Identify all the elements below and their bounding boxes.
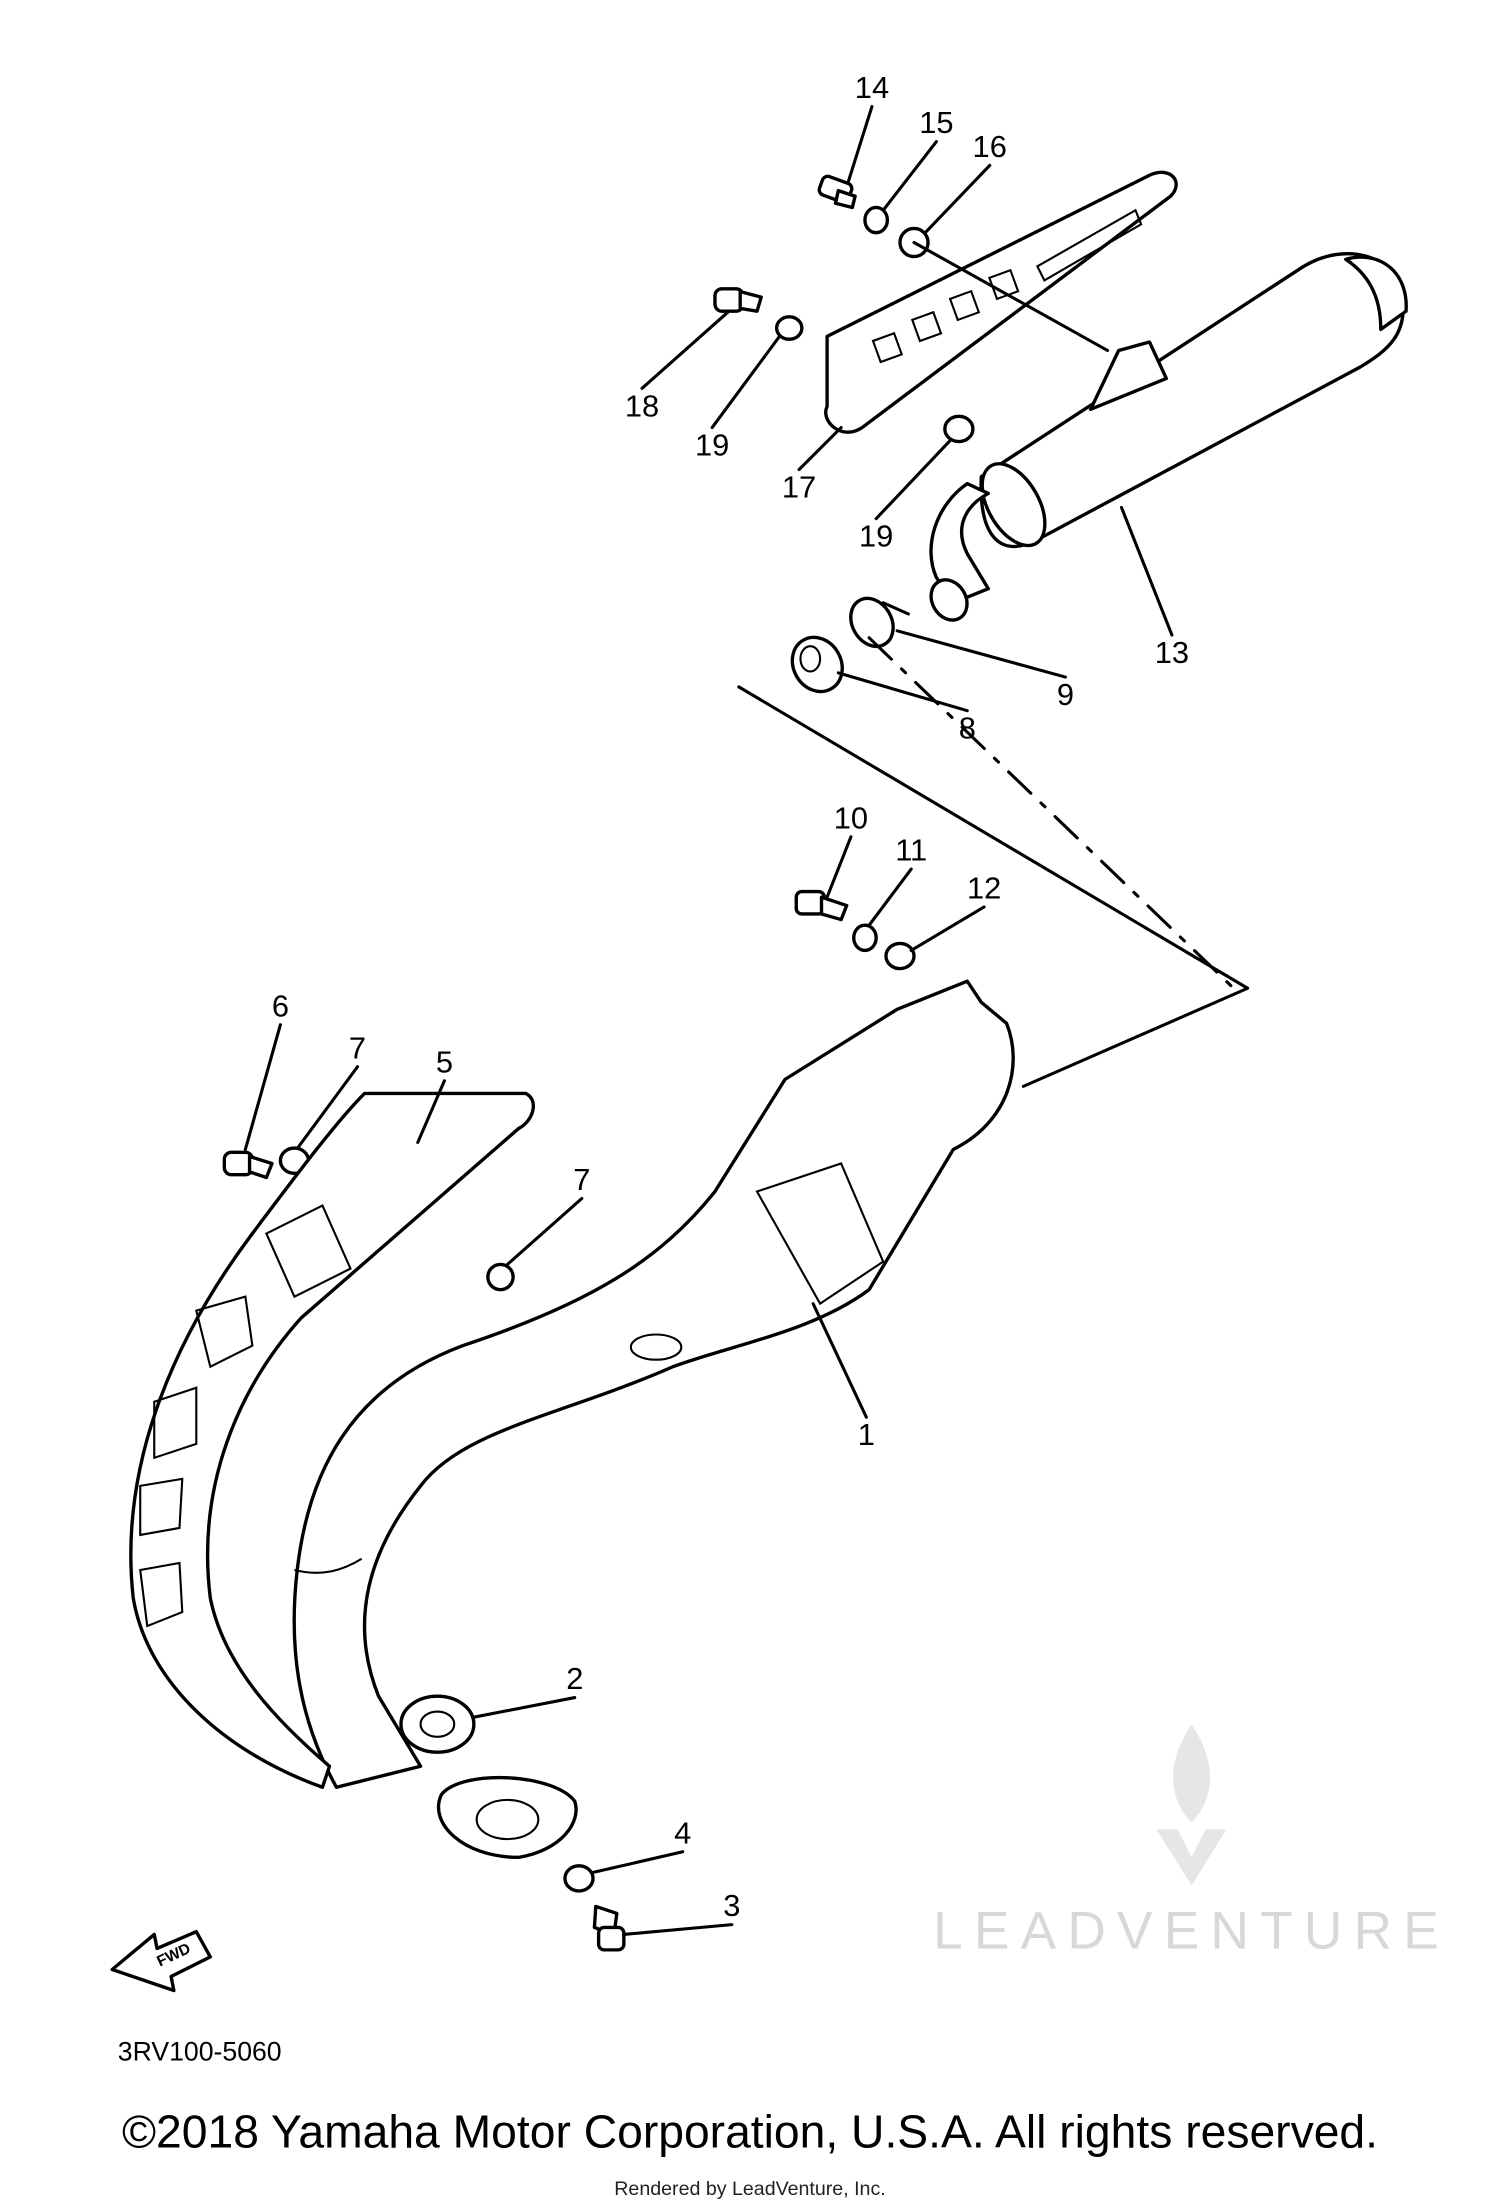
- callout-number[interactable]: 12: [967, 871, 1001, 906]
- leader-line: [881, 140, 938, 212]
- leader-line: [416, 1079, 446, 1144]
- leader-line: [1119, 505, 1174, 637]
- callout-number[interactable]: 14: [855, 70, 889, 105]
- leader-line: [622, 1923, 734, 1936]
- leadventure-watermark: LEADVENTURE: [933, 1724, 1450, 1960]
- leader-line: [710, 334, 781, 430]
- leader-line: [909, 905, 986, 952]
- callout-number[interactable]: 9: [1057, 677, 1074, 712]
- leader-line: [797, 426, 843, 472]
- rendered-by-credit: Rendered by LeadVenture, Inc.: [614, 2178, 885, 2200]
- callout-number[interactable]: 16: [973, 129, 1007, 164]
- forward-direction-arrow: FWD: [110, 1929, 212, 1993]
- spring-washer-part-15[interactable]: [863, 205, 890, 235]
- protector-part-5[interactable]: [129, 1091, 536, 1789]
- leader-line: [836, 671, 969, 713]
- leader-line: [874, 438, 952, 521]
- bolt-part-18[interactable]: [713, 287, 763, 313]
- spring-washer-part-11[interactable]: [852, 923, 878, 953]
- leader-line: [472, 1696, 577, 1719]
- callout-number[interactable]: 3: [723, 1888, 740, 1923]
- leader-line: [825, 835, 853, 899]
- callout-number[interactable]: 6: [272, 988, 289, 1023]
- muffler-part-13[interactable]: [924, 251, 1408, 627]
- bolt-part-6[interactable]: [222, 1150, 274, 1180]
- leader-line: [846, 104, 874, 184]
- bolt-part-14[interactable]: [817, 174, 857, 210]
- centerline: [867, 636, 1236, 990]
- leader-lines: [243, 104, 1174, 1936]
- bolt-part-10[interactable]: [794, 889, 849, 922]
- callout-number[interactable]: 7: [573, 1162, 590, 1197]
- alignment-line: [912, 240, 1109, 352]
- washer-part-7b[interactable]: [486, 1262, 515, 1292]
- diagram-code: 3RV100-5060: [118, 2037, 282, 2067]
- leader-line: [590, 1850, 685, 1875]
- leader-line: [297, 1065, 360, 1149]
- callout-number[interactable]: 4: [674, 1815, 691, 1850]
- washer-part-12[interactable]: [884, 941, 916, 971]
- leader-line: [923, 163, 992, 235]
- callout-number[interactable]: 8: [959, 711, 976, 746]
- exhaust-pipe-part-1[interactable]: [292, 979, 1015, 1789]
- leader-line: [640, 309, 731, 390]
- watermark-text: LEADVENTURE: [933, 1901, 1450, 1960]
- callout-number[interactable]: 13: [1155, 635, 1189, 670]
- gasket-part-2[interactable]: [399, 1694, 476, 1754]
- leader-line: [243, 1023, 282, 1152]
- leader-line: [505, 1196, 584, 1266]
- callout-number[interactable]: 15: [919, 105, 953, 140]
- heat-protector-part-17[interactable]: [824, 170, 1178, 434]
- callout-number[interactable]: 19: [695, 428, 729, 463]
- callout-number[interactable]: 1: [858, 1417, 875, 1452]
- callout-number[interactable]: 17: [782, 470, 816, 505]
- callout-number[interactable]: 2: [566, 1661, 583, 1696]
- flange: [436, 1775, 578, 1860]
- bolt-part-3[interactable]: [592, 1904, 626, 1952]
- leader-line: [867, 867, 913, 927]
- joint-part-8[interactable]: [783, 628, 852, 700]
- callout-number[interactable]: 7: [349, 1030, 366, 1065]
- washer-part-19b[interactable]: [943, 414, 975, 444]
- leader-line: [811, 1302, 868, 1419]
- callout-number[interactable]: 19: [859, 519, 893, 554]
- assembly-line: [737, 685, 1250, 1088]
- copyright-notice: ©2018 Yamaha Motor Corporation, U.S.A. A…: [122, 2106, 1378, 2158]
- callout-number[interactable]: 10: [834, 800, 868, 835]
- callout-number[interactable]: 18: [625, 388, 659, 423]
- callout-number[interactable]: 11: [895, 833, 927, 868]
- leader-line: [895, 629, 1067, 679]
- clamp-part-9[interactable]: [842, 591, 910, 654]
- washer-part-4[interactable]: [563, 1864, 595, 1893]
- callout-number[interactable]: 5: [436, 1044, 453, 1079]
- washer-part-19[interactable]: [774, 315, 804, 341]
